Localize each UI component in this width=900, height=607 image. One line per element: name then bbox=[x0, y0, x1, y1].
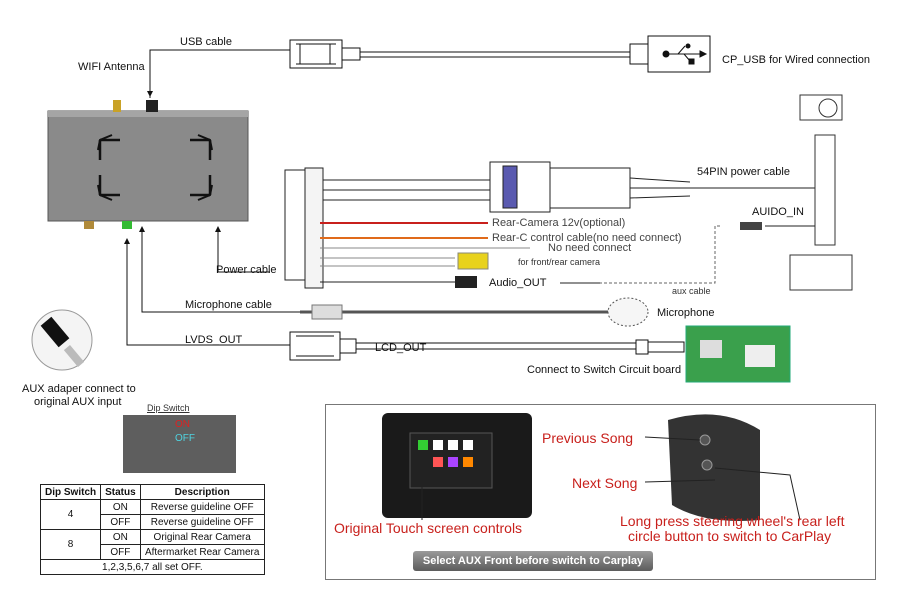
bottom-connector-1 bbox=[84, 221, 94, 229]
cp-usb-label: CP_USB for Wired connection bbox=[722, 54, 870, 66]
switch-board-label: Connect to Switch Circuit board bbox=[527, 364, 682, 376]
table-header: Dip Switch bbox=[39, 484, 102, 500]
dip-switch-photo bbox=[123, 415, 236, 473]
usb-port-connector bbox=[146, 100, 158, 112]
dip-off-label: OFF bbox=[175, 433, 195, 444]
aux-banner: Select AUX Front before switch to Carpla… bbox=[413, 551, 653, 571]
table-header: Description bbox=[139, 484, 265, 500]
table-cell: 4 bbox=[39, 499, 102, 530]
long-press-label-1: Long press steering wheel's rear left bbox=[620, 513, 845, 529]
usb-cable-label: USB cable bbox=[180, 36, 232, 48]
aux-adapter-label-2: original AUX input bbox=[34, 396, 122, 408]
table-row: 4 ON Reverse guideline OFF bbox=[39, 499, 265, 530]
aux-cable-label: aux cable bbox=[672, 286, 711, 296]
dip-on-label: ON bbox=[175, 419, 190, 430]
table-cell: Original Rear Camera bbox=[139, 529, 265, 545]
table-row: 1,2,3,5,6,7 all set OFF. bbox=[40, 559, 265, 575]
steering-controls-panel bbox=[325, 404, 876, 580]
rear-c-label: Rear-C control cable(no need connect) bbox=[492, 232, 682, 244]
no-need-label: No need connect bbox=[548, 242, 632, 254]
main-module-box bbox=[47, 110, 249, 222]
auido-in-label: AUIDO_IN bbox=[752, 206, 804, 218]
bottom-connector-2 bbox=[122, 221, 132, 229]
front-rear-cam-label: for front/rear camera bbox=[518, 257, 601, 267]
table-row: OFF Reverse guideline OFF bbox=[41, 514, 265, 530]
car-touchscreen-image bbox=[382, 413, 532, 518]
microphone-label: Microphone bbox=[657, 307, 715, 319]
wifi-antenna-label: WIFI Antenna bbox=[78, 61, 145, 73]
table-cell: 8 bbox=[39, 529, 102, 560]
dip-switch-title: Dip Switch bbox=[147, 403, 190, 413]
next-song-label: Next Song bbox=[572, 475, 638, 491]
audio-out-label: Audio_OUT bbox=[489, 277, 547, 289]
touch-controls-label: Original Touch screen controls bbox=[334, 520, 523, 536]
table-cell: Aftermarket Rear Camera bbox=[139, 544, 265, 560]
table-cell: OFF bbox=[100, 544, 141, 560]
pin54-label: 54PIN power cable bbox=[697, 166, 790, 178]
antenna-connector bbox=[113, 100, 121, 112]
microphone-cable-label: Microphone cable bbox=[185, 299, 272, 311]
lcd-cable bbox=[289, 331, 685, 361]
harness-54pin bbox=[284, 161, 815, 289]
table-footer: 1,2,3,5,6,7 all set OFF. bbox=[40, 559, 265, 575]
power-cable-label: Power cable bbox=[216, 264, 277, 276]
aux-adapter-label-1: AUX adaper connect to bbox=[22, 383, 136, 395]
table-cell: OFF bbox=[100, 514, 141, 530]
rca-yellow-connectors bbox=[457, 252, 489, 270]
previous-song-label: Previous Song bbox=[542, 430, 634, 446]
long-press-label-2: circle button to switch to CarPlay bbox=[628, 528, 832, 544]
rear-camera-label: Rear-Camera 12v(optional) bbox=[492, 217, 626, 229]
lcd-out-label: LCD_OUT bbox=[375, 342, 427, 354]
table-cell: ON bbox=[100, 499, 141, 515]
aux-adapter-icon bbox=[31, 309, 93, 371]
table-cell: Reverse guideline OFF bbox=[139, 499, 265, 515]
table-row: 8 ON Original Rear Camera bbox=[39, 529, 265, 560]
harness-right-connector bbox=[789, 94, 853, 291]
dip-switch-table: Dip Switch Status Description 4 ON Rever… bbox=[39, 484, 265, 575]
microphone-head bbox=[607, 297, 649, 327]
table-cell: ON bbox=[100, 529, 141, 545]
usb-icon bbox=[662, 43, 708, 65]
lvds-out-label: LVDS_OUT bbox=[185, 334, 243, 346]
audio-out-plug bbox=[455, 276, 477, 288]
table-cell: Reverse guideline OFF bbox=[139, 514, 265, 530]
table-header: Status bbox=[100, 484, 141, 500]
auido-in-plug bbox=[740, 222, 762, 230]
usb-cable bbox=[289, 35, 711, 73]
